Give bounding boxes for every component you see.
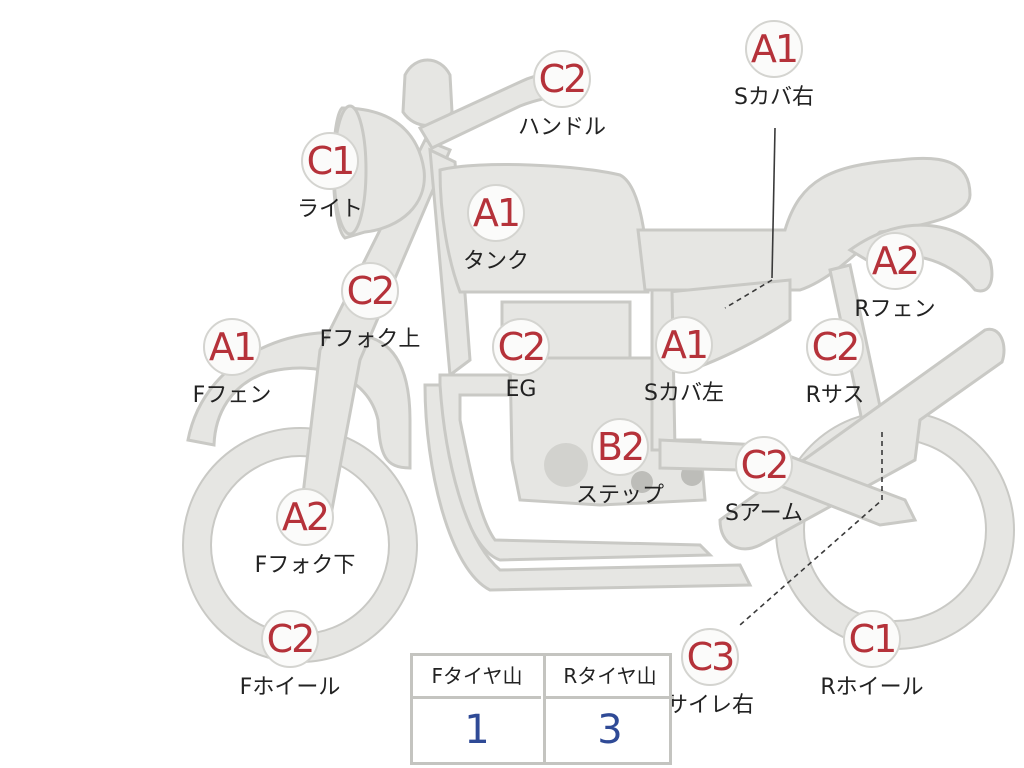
callout-r-fender: A2 Rフェン [835, 232, 955, 323]
part-label-tank: タンク [462, 249, 529, 274]
grade-badge: C3 [681, 628, 739, 686]
seat-shape [636, 156, 972, 292]
part-label-r-wheel: Rホイール [820, 675, 924, 700]
grade-badge: A1 [467, 184, 525, 242]
grade-badge: A1 [655, 316, 713, 374]
grade-badge: C2 [492, 318, 550, 376]
grade-badge: A1 [203, 318, 261, 376]
rear-tire-column: Rタイヤ山 3 [543, 656, 674, 762]
grade-badge: C1 [301, 132, 359, 190]
callout-f-fork-upper: C2 Fフォク上 [310, 262, 430, 353]
part-label-step: ステップ [575, 483, 664, 508]
part-label-light: ライト [296, 197, 363, 222]
grade-badge: A2 [866, 232, 924, 290]
part-label-muffler-right: サイレ右 [665, 693, 754, 718]
part-label-s-cover-right: Sカバ右 [734, 85, 814, 110]
callout-swing-arm: C2 Sアーム [704, 436, 824, 527]
grade-badge: C2 [341, 262, 399, 320]
part-label-f-wheel: Fホイール [239, 675, 341, 700]
exhaust-pipe-lower-shape [423, 383, 753, 592]
tire-tread-table: Fタイヤ山 1 Rタイヤ山 3 [410, 653, 674, 765]
callout-tank: A1 タンク [436, 184, 556, 275]
callout-f-wheel: C2 Fホイール [230, 610, 350, 701]
callout-light: C1 ライト [270, 132, 390, 223]
callout-r-suspension: C2 Rサス [775, 318, 895, 409]
grade-badge: A2 [276, 488, 334, 546]
rear-tire-header: Rタイヤ山 [546, 656, 674, 699]
leader-s-cover-right-dash [724, 279, 773, 309]
muffler-shape [718, 327, 1006, 551]
callout-r-wheel: C1 Rホイール [812, 610, 932, 701]
front-tire-value: 1 [464, 707, 490, 753]
grade-badge: B2 [591, 418, 649, 476]
part-label-s-cover-left: Sカバ左 [644, 381, 724, 406]
grade-badge: A1 [745, 20, 803, 78]
grade-badge: C2 [806, 318, 864, 376]
callout-handle: C2 ハンドル [502, 50, 622, 141]
part-label-f-fender: Fフェン [192, 383, 272, 408]
grade-badge: C2 [261, 610, 319, 668]
leader-muffler-right [739, 432, 883, 626]
step-peg-1 [631, 471, 653, 493]
callout-s-cover-left: A1 Sカバ左 [624, 316, 744, 407]
grade-badge: C2 [533, 50, 591, 108]
front-tire-header: Fタイヤ山 [413, 656, 541, 699]
part-label-f-fork-lower: Fフォク下 [254, 553, 356, 578]
callout-f-fender: A1 Fフェン [172, 318, 292, 409]
leader-s-cover-right [771, 127, 776, 279]
part-label-f-fork-upper: Fフォク上 [319, 327, 421, 352]
rear-tire-value: 3 [597, 707, 623, 753]
callout-f-fork-lower: A2 Fフォク下 [245, 488, 365, 579]
grade-badge: C2 [735, 436, 793, 494]
part-label-swing-arm: Sアーム [725, 501, 803, 526]
callout-step: B2 ステップ [560, 418, 680, 509]
part-label-r-suspension: Rサス [805, 383, 865, 408]
part-label-handle: ハンドル [517, 115, 606, 140]
callout-s-cover-right: A1 Sカバ右 [714, 20, 834, 111]
part-label-engine: EG [505, 377, 537, 402]
grade-badge: C1 [843, 610, 901, 668]
callout-muffler-right: C3 サイレ右 [650, 628, 770, 719]
callout-engine: C2 EG [461, 318, 581, 402]
engine-cover [544, 443, 588, 487]
front-tire-column: Fタイヤ山 1 [413, 656, 541, 762]
part-label-r-fender: Rフェン [854, 297, 936, 322]
